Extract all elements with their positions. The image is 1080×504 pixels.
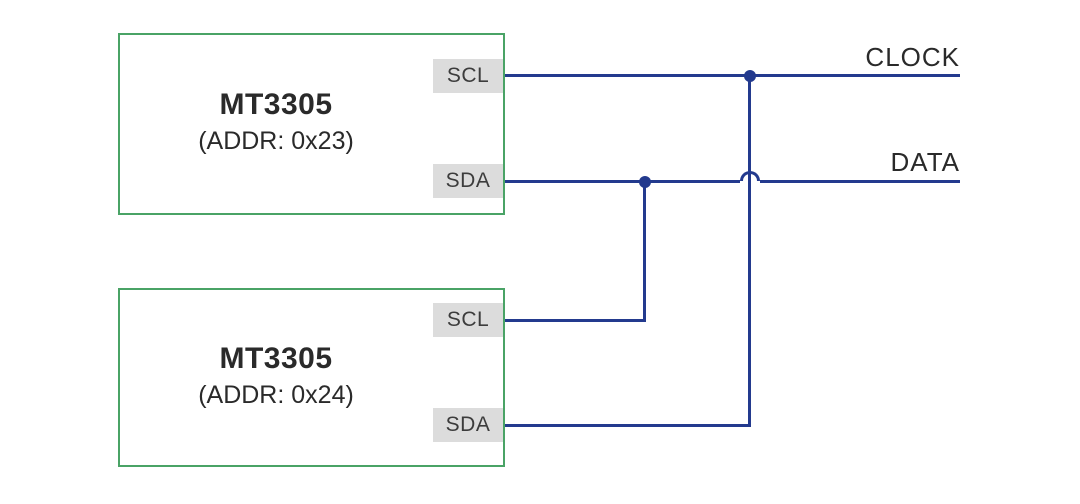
data-junction-dot bbox=[639, 176, 651, 188]
wire-hop-arc bbox=[740, 171, 760, 181]
chip-name: MT3305 bbox=[219, 342, 333, 375]
data-bus-line-left bbox=[505, 180, 740, 183]
pin-label-sda: SDA bbox=[433, 164, 503, 198]
pin-label-scl: SCL bbox=[433, 59, 503, 93]
chip-address: (ADDR: 0x23) bbox=[198, 127, 354, 155]
pin-label-sda: SDA bbox=[433, 408, 503, 442]
chip2-sda-wire bbox=[505, 424, 750, 427]
chip-name: MT3305 bbox=[219, 88, 333, 121]
clock-bus-label: CLOCK bbox=[865, 42, 960, 72]
data-bus-label: DATA bbox=[890, 147, 960, 177]
clock-bus-line bbox=[505, 74, 960, 77]
data-bus-line-right bbox=[760, 180, 960, 183]
pin-label-scl: SCL bbox=[433, 303, 503, 337]
clock-branch-vertical-wire bbox=[748, 74, 751, 427]
data-branch-vertical-wire bbox=[643, 180, 646, 322]
chip2-scl-wire bbox=[505, 319, 645, 322]
clock-junction-dot bbox=[744, 70, 756, 82]
chip-address: (ADDR: 0x24) bbox=[198, 381, 354, 409]
